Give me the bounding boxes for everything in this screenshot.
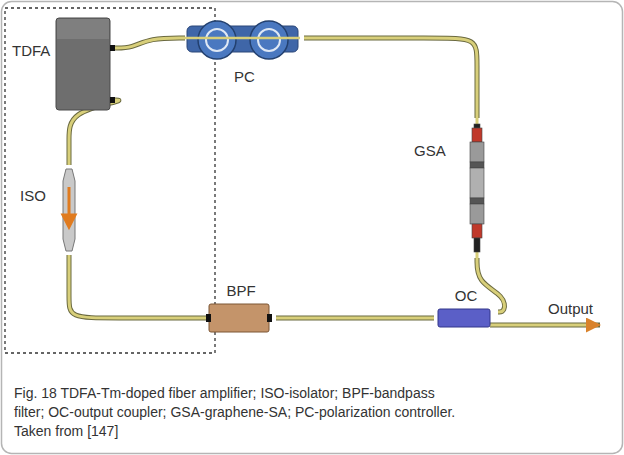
connector-part: [472, 224, 482, 238]
connector-part: [470, 198, 484, 204]
fiber-core: [69, 255, 206, 318]
paddle: [250, 21, 288, 59]
paddle-ring: [258, 29, 280, 51]
coupler-body: [438, 309, 490, 327]
fiber-outline: [477, 258, 504, 312]
component-label: PC: [185, 68, 304, 86]
fiber-core: [477, 258, 504, 312]
figure-caption: Fig. 18 TDFA-Tm-doped fiber amplifier; I…: [14, 384, 466, 441]
fiber-connector: [69, 255, 206, 318]
paddle: [198, 21, 236, 59]
component-shape: [410, 118, 490, 258]
output-fiber-outline: [490, 323, 600, 328]
fiber-outline: [276, 316, 434, 321]
connector-part: [472, 128, 482, 142]
component-label: ISO: [20, 187, 46, 205]
fiber-outline: [69, 255, 206, 318]
controller-node: PC: [185, 18, 304, 90]
fiber-port: [110, 45, 115, 51]
fiber-through: [185, 37, 300, 40]
component-shape: [20, 165, 82, 255]
component-label: BPF: [206, 282, 276, 300]
connector-part: [474, 124, 480, 128]
fiber-outline: [304, 38, 477, 118]
component-label: TDFA: [12, 42, 50, 60]
fiber-core: [114, 38, 185, 48]
connector-part: [470, 142, 484, 162]
fiber-outline: [114, 38, 185, 48]
fiber-connector: [477, 258, 504, 312]
absorber-node: GSA: [410, 118, 490, 258]
fiber-connector: [114, 38, 185, 48]
fiber-connector: [276, 318, 434, 319]
output-fiber: [490, 324, 598, 327]
fiber-port: [206, 314, 211, 322]
isolator-node: ISO: [20, 165, 82, 255]
component-shape: [10, 16, 114, 112]
connector-part: [474, 238, 480, 252]
component-label: GSA: [414, 142, 446, 160]
isolator-body: [63, 169, 75, 251]
filter-node: BPF: [206, 280, 276, 338]
fiber-port: [267, 314, 272, 322]
amplifier-dashed-box: [5, 8, 215, 353]
filter-body: [209, 304, 269, 332]
output-label: Output: [548, 300, 593, 317]
fiber-core: [304, 38, 477, 118]
amplifier-highlight: [57, 19, 109, 39]
amplifier-box: [56, 18, 110, 110]
connector-part: [470, 162, 484, 168]
paddle-ring: [206, 29, 228, 51]
isolator-arrow: [63, 187, 75, 227]
fiber-connector: [304, 38, 477, 118]
amplifier-node: TDFA: [10, 16, 114, 112]
connector-part: [470, 168, 484, 198]
fiber-port: [110, 97, 115, 103]
fiber-core: [276, 317, 434, 320]
connector-part: [470, 204, 484, 224]
coupler-node: OC: [434, 285, 498, 331]
component-label: OC: [434, 287, 498, 305]
